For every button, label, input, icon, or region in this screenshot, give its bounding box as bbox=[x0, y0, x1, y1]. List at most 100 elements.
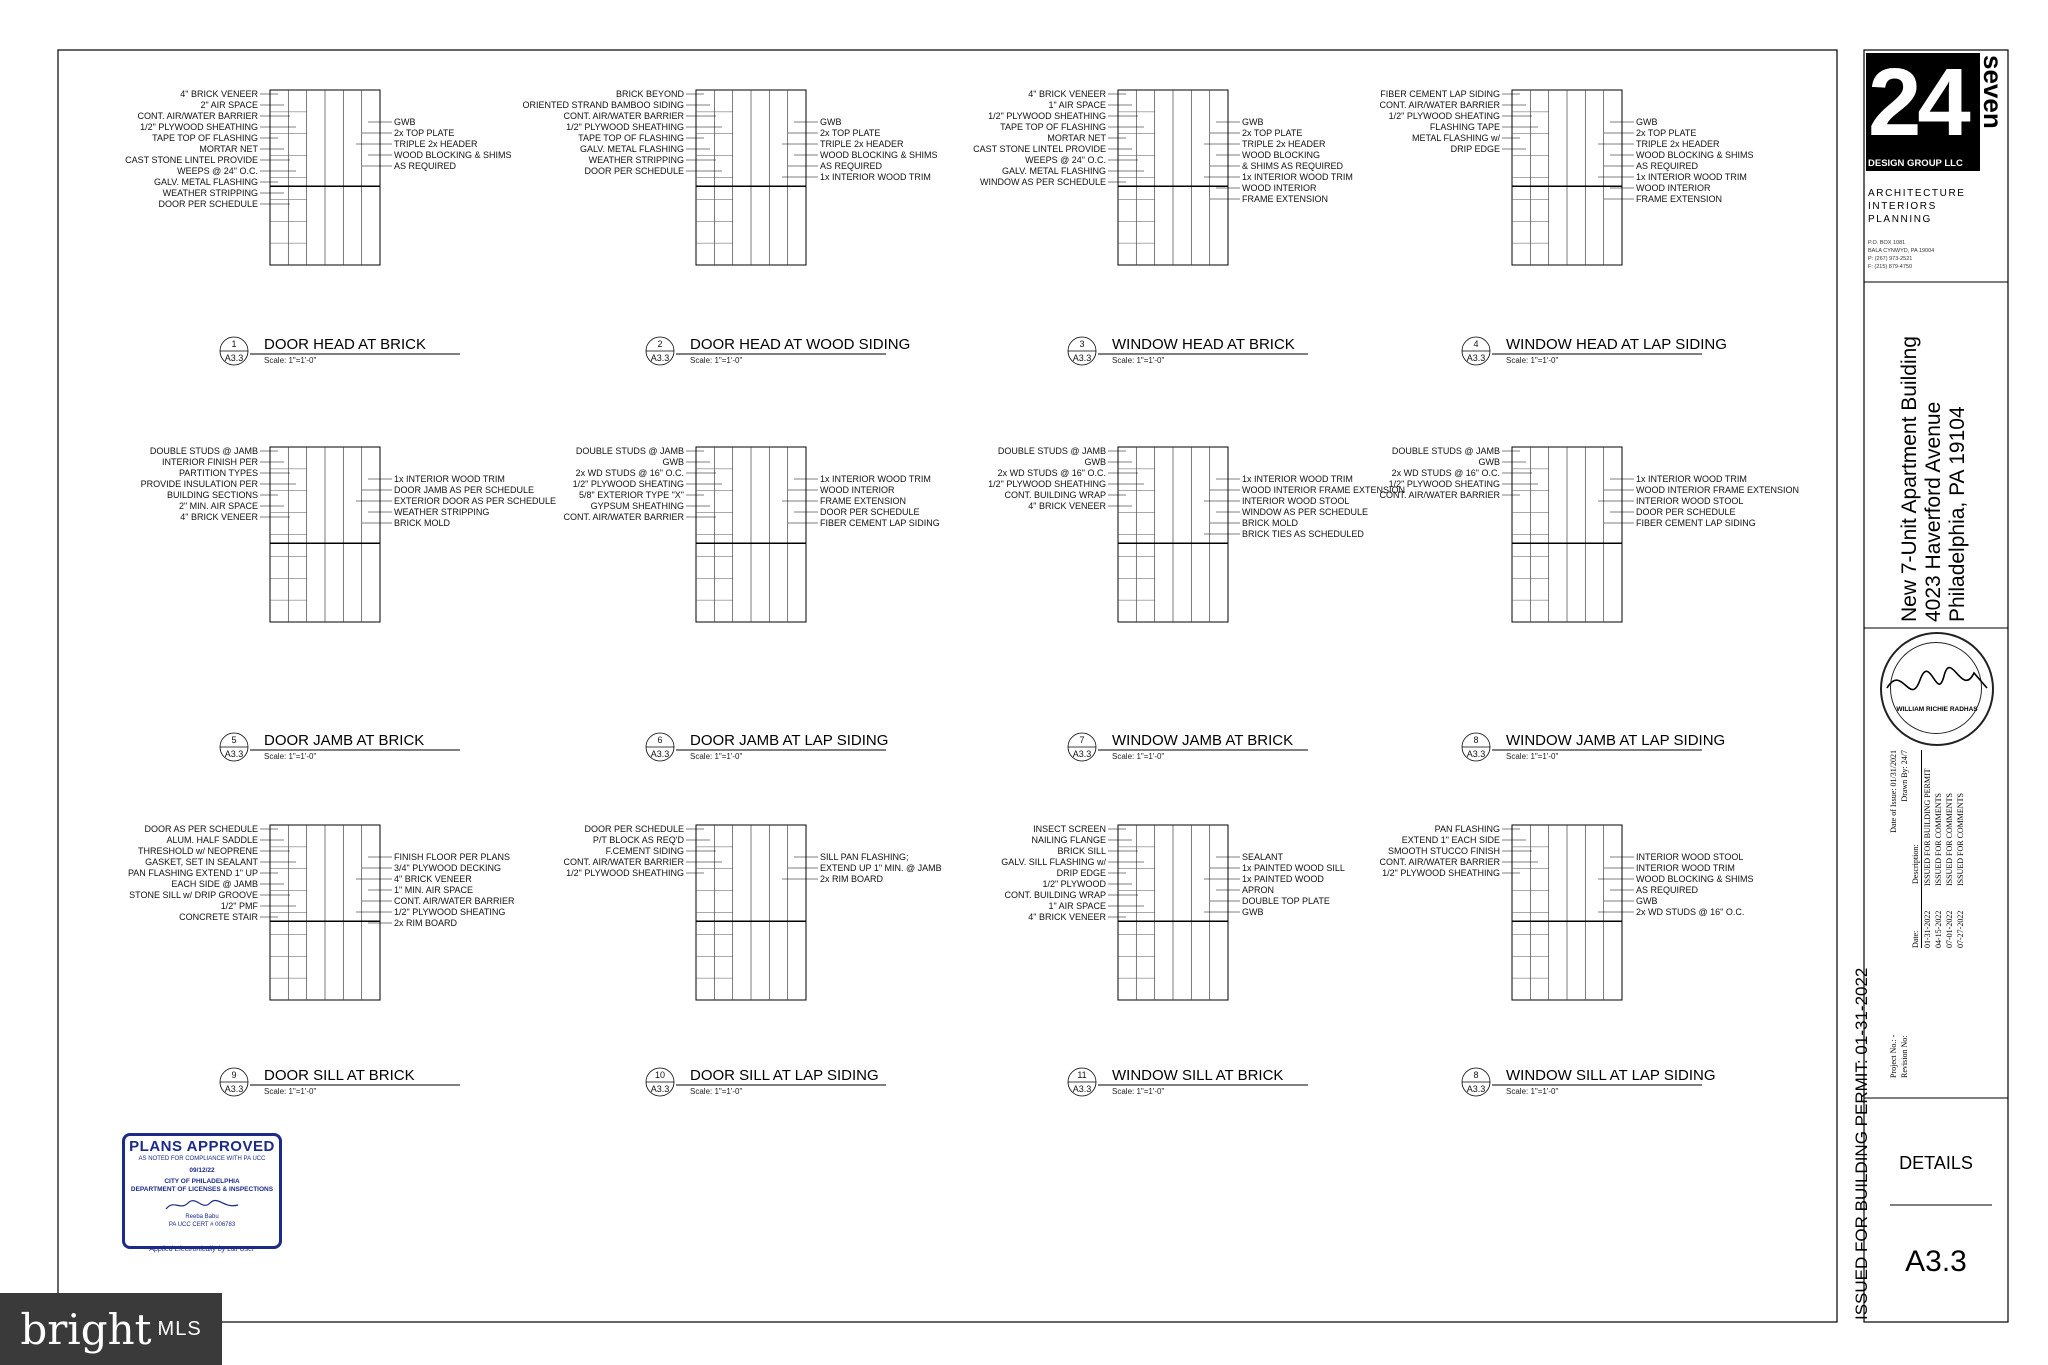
callout-label: 1/2" PLYWOOD SHEATHING bbox=[566, 868, 684, 878]
callout-label: 2" AIR SPACE bbox=[200, 100, 258, 110]
callout-label: WINDOW AS PER SCHEDULE bbox=[1242, 507, 1368, 517]
callout-label: INTERIOR WOOD STOOL bbox=[1636, 496, 1743, 506]
rev-desc-header: Description: bbox=[1911, 844, 1920, 884]
stamp-name: Reeba Babu bbox=[185, 1214, 219, 1220]
callout-label: DOOR PER SCHEDULE bbox=[584, 166, 684, 176]
callout-label: 1" AIR SPACE bbox=[1048, 901, 1106, 911]
callout-label: TRIPLE 2x HEADER bbox=[394, 139, 478, 149]
callout-label: 2" MIN. AIR SPACE bbox=[179, 501, 258, 511]
callout-label: WOOD BLOCKING bbox=[1242, 150, 1320, 160]
detail-title: WINDOW JAMB AT BRICK bbox=[1112, 732, 1293, 749]
detail-title: WINDOW HEAD AT LAP SIDING bbox=[1506, 336, 1727, 353]
callout-label: PARTITION TYPES bbox=[179, 468, 258, 478]
callout-label: CONT. AIR/WATER BARRIER bbox=[1379, 490, 1500, 500]
callout-label: 2x WD STUDS @ 16" O.C. bbox=[576, 468, 684, 478]
callout-label: DOUBLE TOP PLATE bbox=[1242, 896, 1330, 906]
callout-label: PAN FLASHING bbox=[1435, 824, 1500, 834]
callout-label: 1/2" PLYWOOD SHEATHING bbox=[988, 111, 1106, 121]
project-address: 4023 Haverford Avenue bbox=[1922, 401, 1945, 622]
contact-line: P.O. BOX 1081 bbox=[1868, 240, 1906, 246]
detail-number: 9 bbox=[231, 1070, 236, 1080]
service-interiors: INTERIORS bbox=[1868, 201, 1937, 212]
callout-label: 2x WD STUDS @ 16" O.C. bbox=[998, 468, 1106, 478]
callout-label: DOOR JAMB AS PER SCHEDULE bbox=[394, 485, 534, 495]
detail-sheet-ref: A3.3 bbox=[1467, 749, 1486, 759]
detail-number: 2 bbox=[657, 339, 662, 349]
callout-label: WEATHER STRIPPING bbox=[589, 155, 684, 165]
callout-label: 2x RIM BOARD bbox=[394, 918, 458, 928]
callout-label: EXTERIOR DOOR AS PER SCHEDULE bbox=[394, 496, 556, 506]
callout-label: 1/2" PLYWOOD SHEATING bbox=[1389, 111, 1500, 121]
detail-scale: Scale: 1"=1'-0" bbox=[690, 356, 743, 365]
detail-scale: Scale: 1"=1'-0" bbox=[690, 1087, 743, 1096]
callout-label: WOOD INTERIOR bbox=[820, 485, 895, 495]
callout-label: WEATHER STRIPPING bbox=[394, 507, 489, 517]
callout-label: ORIENTED STRAND BAMBOO SIDING bbox=[522, 100, 684, 110]
callout-label: THRESHOLD w/ NEOPRENE bbox=[138, 846, 258, 856]
stamp-heading: PLANS APPROVED bbox=[129, 1138, 275, 1155]
rev-date: 01-31-2022 bbox=[1923, 910, 1932, 948]
callout-label: GWB bbox=[1636, 117, 1658, 127]
callout-label: 2x WD STUDS @ 16" O.C. bbox=[1392, 468, 1500, 478]
callout-label: BRICK TIES AS SCHEDULED bbox=[1242, 529, 1364, 539]
rev-desc: ISSUED FOR BUILDING PERMIT bbox=[1923, 768, 1932, 886]
detail-title: DOOR HEAD AT WOOD SIDING bbox=[690, 336, 910, 353]
detail-title: WINDOW JAMB AT LAP SIDING bbox=[1506, 732, 1725, 749]
callout-label: WOOD BLOCKING & SHIMS bbox=[1636, 874, 1754, 884]
callout-label: DRIP EDGE bbox=[1057, 868, 1106, 878]
stamp-cert: PA UCC CERT # 006783 bbox=[168, 1222, 236, 1228]
callout-label: 1/2" PLYWOOD bbox=[1042, 879, 1106, 889]
detail-number: 4 bbox=[1473, 339, 1478, 349]
detail-title: WINDOW SILL AT LAP SIDING bbox=[1506, 1067, 1716, 1084]
callout-label: GWB bbox=[1479, 457, 1501, 467]
title-block-border bbox=[1863, 49, 2009, 1323]
detail-number: 8 bbox=[1473, 1070, 1478, 1080]
callout-label: TAPE TOP OF FLASHING bbox=[1000, 122, 1106, 132]
callout-label: GWB bbox=[1636, 896, 1658, 906]
seal-text: WILLIAM RICHIE RADHAS bbox=[1896, 706, 1978, 713]
callout-label: WOOD INTERIOR bbox=[1242, 183, 1317, 193]
callout-label: 4" BRICK VENEER bbox=[180, 89, 258, 99]
callout-label: GALV. METAL FLASHING bbox=[1002, 166, 1106, 176]
callout-label: 2x TOP PLATE bbox=[394, 128, 454, 138]
detail-sheet-ref: A3.3 bbox=[225, 353, 244, 363]
callout-label: 2x RIM BOARD bbox=[820, 874, 884, 884]
detail-title: DOOR HEAD AT BRICK bbox=[264, 336, 426, 353]
callout-label: FINISH FLOOR PER PLANS bbox=[394, 852, 510, 862]
detail-scale: Scale: 1"=1'-0" bbox=[1112, 752, 1165, 761]
detail-number: 5 bbox=[231, 735, 236, 745]
callout-label: GALV. METAL FLASHING bbox=[580, 144, 684, 154]
callout-label: WOOD BLOCKING & SHIMS bbox=[820, 150, 938, 160]
callout-label: CONT. AIR/WATER BARRIER bbox=[1379, 100, 1500, 110]
logo-number: 24 bbox=[1868, 49, 1971, 156]
callout-label: DOOR AS PER SCHEDULE bbox=[144, 824, 258, 834]
callout-label: 1x INTERIOR WOOD TRIM bbox=[820, 172, 931, 182]
callout-label: 2x TOP PLATE bbox=[1242, 128, 1302, 138]
detail-title: WINDOW HEAD AT BRICK bbox=[1112, 336, 1295, 353]
callout-label: CONCRETE STAIR bbox=[179, 912, 258, 922]
detail-scale: Scale: 1"=1'-0" bbox=[690, 752, 743, 761]
detail-title: DOOR SILL AT LAP SIDING bbox=[690, 1067, 879, 1084]
logo-block: 24 DESIGN GROUP LLC bbox=[1866, 53, 1980, 171]
callout-label: WEEPS @ 24" O.C. bbox=[1025, 155, 1106, 165]
detail-sheet-ref: A3.3 bbox=[1467, 353, 1486, 363]
approval-stamp: PLANS APPROVED AS NOTED FOR COMPLIANCE W… bbox=[122, 1133, 282, 1249]
callout-label: F.CEMENT SIDING bbox=[606, 846, 684, 856]
detail-scale: Scale: 1"=1'-0" bbox=[264, 1087, 317, 1096]
seal-inner-ring bbox=[1890, 642, 1982, 734]
callout-label: FRAME EXTENSION bbox=[1636, 194, 1722, 204]
rev-date: 07-01-2022 bbox=[1945, 910, 1954, 948]
callout-label: 1x INTERIOR WOOD TRIM bbox=[394, 474, 505, 484]
callout-label: SMOOTH STUCCO FINISH bbox=[1388, 846, 1500, 856]
watermark-suffix: MLS bbox=[157, 1317, 202, 1340]
detail-sheet-ref: A3.3 bbox=[651, 749, 670, 759]
detail-number: 10 bbox=[655, 1070, 665, 1080]
detail-title: DOOR SILL AT BRICK bbox=[264, 1067, 415, 1084]
callout-label: 5/8" EXTERIOR TYPE "X" bbox=[579, 490, 684, 500]
callout-label: TAPE TOP OF FLASHING bbox=[578, 133, 684, 143]
callout-label: GWB bbox=[1242, 117, 1264, 127]
stamp-date: 09/12/22 bbox=[189, 1167, 215, 1174]
callout-label: 1x INTERIOR WOOD TRIM bbox=[1636, 172, 1747, 182]
callout-label: WOOD BLOCKING & SHIMS bbox=[394, 150, 512, 160]
